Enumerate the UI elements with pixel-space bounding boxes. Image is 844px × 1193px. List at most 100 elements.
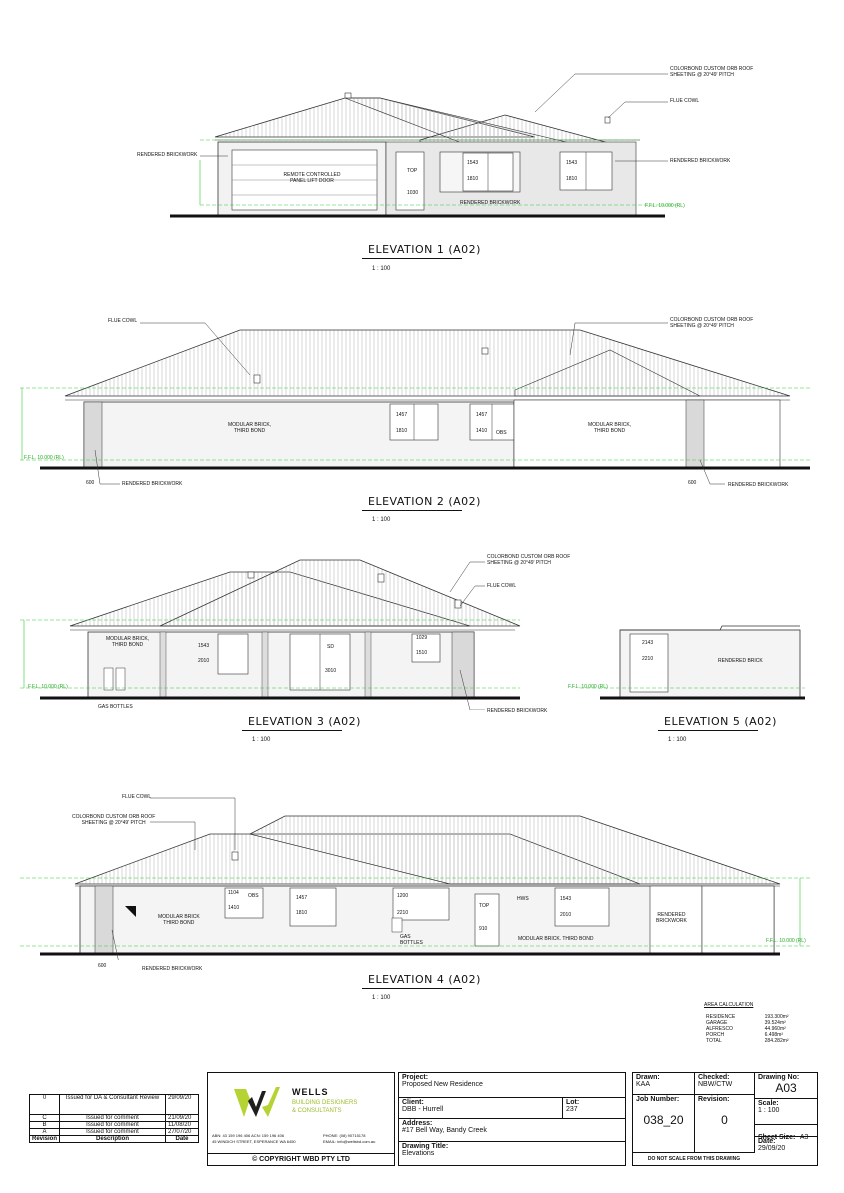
- elevation-5-title: ELEVATION 5 (A02): [664, 715, 777, 728]
- elevation-4-drawing: [20, 797, 810, 960]
- window-4b-w: 1457: [296, 895, 308, 901]
- drawn-label: Drawn:: [636, 1074, 660, 1081]
- window-4d-w: 1543: [560, 896, 572, 902]
- client-value: DBB - Hurrell: [402, 1106, 444, 1113]
- project-label: Project:: [402, 1074, 429, 1081]
- company-address: 45 WINDICH STREET, ESPERANCE WA 6450: [212, 1139, 296, 1144]
- ffl-2: F.F.L. 10.000 (RL): [24, 455, 64, 461]
- rendered-brick-5: RENDERED BRICK: [718, 658, 763, 664]
- window-4a-h: 1410: [228, 905, 240, 911]
- obs-4: OBS: [248, 893, 259, 899]
- window-5-h: 2210: [642, 656, 654, 662]
- dim-600-2b: 600: [688, 480, 697, 486]
- date-label: Date:: [758, 1138, 776, 1145]
- rendered-note-1b: RENDERED BRICKWORK: [670, 158, 731, 164]
- drawing-no-label: Drawing No:: [758, 1074, 800, 1081]
- ffl-5: F.F.L. 10.000 (RL): [568, 684, 608, 690]
- window-1a-h: 1810: [467, 176, 479, 182]
- revision-label: Revision:: [698, 1096, 730, 1103]
- window-1b-w: 1543: [566, 160, 578, 166]
- window-2a-h: 1810: [396, 428, 408, 434]
- elevation-5-scale: 1 : 100: [668, 737, 687, 743]
- dim-600-2a: 600: [86, 480, 95, 486]
- window-1a-w: 1543: [467, 160, 479, 166]
- elevation-1-scale: 1 : 100: [372, 266, 391, 272]
- flue-note-2: FLUE COWL: [108, 318, 138, 324]
- wells-logo-icon: [234, 1087, 280, 1117]
- checked-value: NBW/CTW: [698, 1081, 733, 1088]
- window-4c-w: 1200: [397, 893, 409, 899]
- elevation-1-title: ELEVATION 1 (A02): [368, 243, 481, 256]
- job-number-label: Job Number:: [636, 1096, 680, 1103]
- company-name: WELLS: [292, 1087, 329, 1097]
- copyright: © COPYRIGHT WBD PTY LTD: [208, 1153, 394, 1163]
- rendered-note-3: RENDERED BRICKWORK: [487, 708, 548, 714]
- rendered-band-1: RENDERED BRICKWORK: [460, 200, 521, 206]
- window-1b-h: 1810: [566, 176, 578, 182]
- checked-label: Checked:: [698, 1074, 730, 1081]
- company-block: WELLS BUILDING DESIGNERS & CONSULTANTS A…: [207, 1072, 395, 1166]
- modular-note-2a: MODULAR BRICK,THIRD BOND: [228, 422, 272, 434]
- ffl-3: F.F.L. 10.000 (RL): [28, 684, 68, 690]
- elevation-4-scale: 1 : 100: [372, 995, 391, 1001]
- window-2b-w: 1457: [476, 412, 488, 418]
- door-label-top: TOP: [407, 168, 418, 174]
- elevation-1-drawing: [170, 73, 680, 218]
- modular-note-3: MODULAR BRICK,THIRD BOND: [106, 636, 150, 648]
- ffl-1: F.F.L. 10.000 (RL): [645, 203, 685, 209]
- sheet-size-value: A3: [799, 1134, 809, 1141]
- scale-label: Scale:: [758, 1100, 779, 1107]
- window-3a-h: 2010: [198, 658, 210, 664]
- company-tag-2: & CONSULTANTS: [292, 1108, 342, 1114]
- scale-value: 1 : 100: [758, 1107, 780, 1114]
- date-value: 29/09/20: [758, 1145, 786, 1152]
- address-label: Address:: [402, 1120, 433, 1127]
- drawn-value: KAA: [636, 1081, 651, 1088]
- window-4c-h: 2210: [397, 910, 409, 916]
- drawing-title-value: Elevations: [402, 1150, 435, 1157]
- lot-label: Lot:: [566, 1099, 580, 1106]
- company-abn: ABN: 43 159 196 406 ACN: 159 196 406: [212, 1133, 285, 1138]
- job-number-value: 038_20: [643, 1113, 684, 1127]
- elevation-4-title: ELEVATION 4 (A02): [368, 973, 481, 986]
- rendered-note-1a: RENDERED BRICKWORK: [137, 152, 198, 158]
- project-value: Proposed New Residence: [402, 1081, 483, 1088]
- window-4d-h: 2010: [560, 912, 572, 918]
- window-3b-h: 1510: [416, 650, 428, 656]
- flue-note-4: FLUE COWL: [122, 794, 152, 800]
- rendered-note-2a: RENDERED BRICKWORK: [122, 481, 183, 487]
- window-2a-w: 1457: [396, 412, 408, 418]
- elevation-3-scale: 1 : 100: [252, 737, 271, 743]
- scale-warning: DO NOT SCALE FROM THIS DRAWING: [647, 1156, 741, 1162]
- company-phone: PHONE: (08) 90715178: [323, 1133, 366, 1138]
- window-4b-h: 1810: [296, 910, 308, 916]
- company-email: EMAIL: info@wellsbd.com.au: [323, 1139, 376, 1144]
- modular-note-2b: MODULAR BRICK,THIRD BOND: [588, 422, 632, 434]
- sd-3-size: 3010: [325, 668, 337, 674]
- elevation-3-drawing: [20, 559, 805, 710]
- window-3b-w: 1029: [416, 635, 428, 641]
- address-value: #17 Bell Way, Bandy Creek: [402, 1127, 487, 1134]
- sheet-block: Drawn: KAA Checked: NBW/CTW Drawing No: …: [632, 1072, 818, 1166]
- sheet-size-label: Sheet Size:: [758, 1134, 796, 1141]
- revision-value: 0: [721, 1113, 728, 1127]
- project-block: Project: Proposed New Residence Client: …: [398, 1072, 626, 1166]
- lot-value: 237: [566, 1106, 578, 1113]
- window-3a-w: 1543: [198, 643, 210, 649]
- flue-note-3: FLUE COWL: [487, 583, 517, 589]
- top-4-size: 910: [479, 926, 488, 932]
- ffl-4: F.F.L. 10.000 (RL): [766, 938, 806, 944]
- obs-2: OBS: [496, 430, 507, 436]
